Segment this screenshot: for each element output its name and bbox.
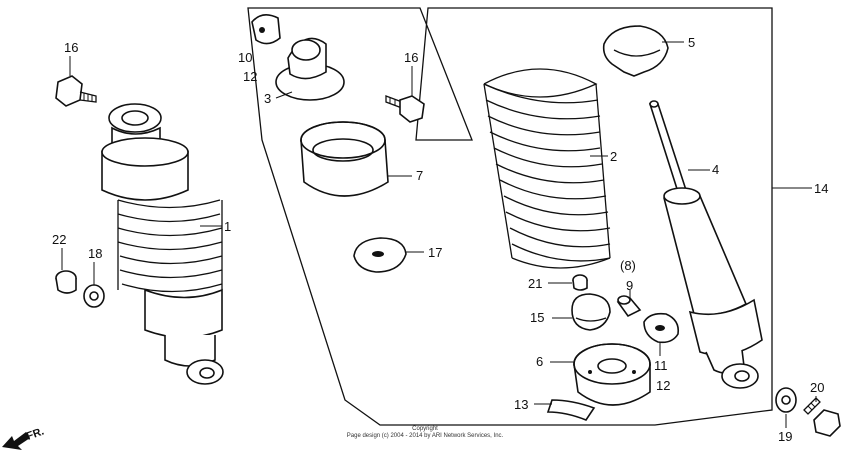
label-6: 6 — [536, 354, 543, 369]
label-22: 22 — [52, 232, 66, 247]
label-16b: 16 — [404, 50, 418, 65]
bushing-11[interactable] — [643, 312, 680, 344]
label-12b: 12 — [656, 378, 670, 393]
collar-9[interactable] — [616, 295, 642, 318]
label-5: 5 — [688, 35, 695, 50]
bolt-left[interactable] — [55, 75, 97, 107]
bushing-10[interactable] — [251, 14, 281, 45]
front-arrow-label: FR. — [25, 425, 46, 442]
label-14: 14 — [814, 181, 828, 196]
label-13: 13 — [514, 397, 528, 412]
label-15: 15 — [530, 310, 544, 325]
bump-rubber-15[interactable] — [571, 293, 611, 331]
copyright-line-1: Copyright — [412, 426, 438, 432]
label-20: 20 — [810, 380, 824, 395]
spring-guide-7[interactable] — [300, 121, 389, 197]
label-10: 10 — [238, 50, 252, 65]
label-18: 18 — [88, 246, 102, 261]
label-7: 7 — [416, 168, 423, 183]
upper-seat-3[interactable] — [275, 37, 345, 101]
label-9: 9 — [626, 278, 633, 293]
label-16a: 16 — [64, 40, 78, 55]
washer-18[interactable] — [83, 284, 105, 308]
stopper-ring-13[interactable] — [546, 399, 596, 421]
copyright-line-2: Page design (c) 2004 - 2014 by ARI Netwo… — [347, 433, 504, 439]
front-direction-arrow: FR. — [2, 425, 46, 450]
collar-22[interactable] — [55, 270, 77, 294]
coil-spring-2[interactable] — [483, 68, 611, 269]
nut-21[interactable] — [572, 274, 588, 291]
bolt-20[interactable] — [803, 397, 841, 437]
label-21: 21 — [528, 276, 542, 291]
shock-absorber-assembly[interactable] — [101, 103, 224, 385]
label-2: 2 — [610, 149, 617, 164]
label-12a: 12 — [243, 69, 257, 84]
damper-unit-4[interactable] — [648, 100, 763, 389]
assembly-outline — [247, 7, 773, 426]
label-17: 17 — [428, 245, 442, 260]
retainer-clip-5[interactable] — [602, 25, 669, 77]
washer-19[interactable] — [775, 387, 797, 413]
label-19: 19 — [778, 429, 792, 444]
label-1: 1 — [224, 219, 231, 234]
bolt-middle[interactable] — [385, 95, 425, 123]
label-4: 4 — [712, 162, 719, 177]
lower-seat-6[interactable] — [573, 343, 651, 406]
label-11: 11 — [654, 358, 668, 373]
label-8: (8) — [620, 258, 636, 273]
stopper-17[interactable] — [353, 237, 407, 273]
label-3: 3 — [264, 91, 271, 106]
